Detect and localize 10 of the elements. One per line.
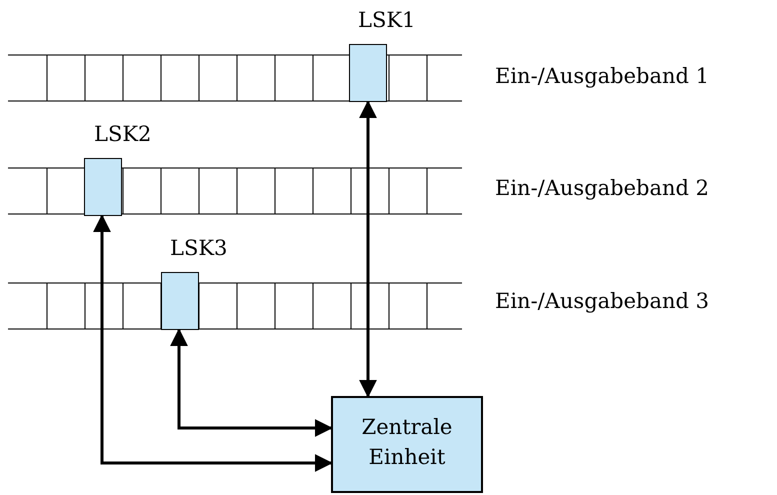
double-arrow bbox=[93, 214, 333, 472]
head-label: LSK2 bbox=[94, 122, 152, 146]
tape-label: Ein-/Ausgabeband 3 bbox=[495, 289, 710, 313]
tape-label: Ein-/Ausgabeband 2 bbox=[495, 176, 710, 200]
double-arrow bbox=[359, 100, 377, 398]
head-label: LSK1 bbox=[358, 8, 416, 32]
head-label: LSK3 bbox=[170, 236, 228, 260]
double-arrow bbox=[170, 328, 333, 437]
central-unit-box: Zentrale Einheit bbox=[331, 396, 483, 493]
tape-label: Ein-/Ausgabeband 1 bbox=[495, 64, 710, 88]
